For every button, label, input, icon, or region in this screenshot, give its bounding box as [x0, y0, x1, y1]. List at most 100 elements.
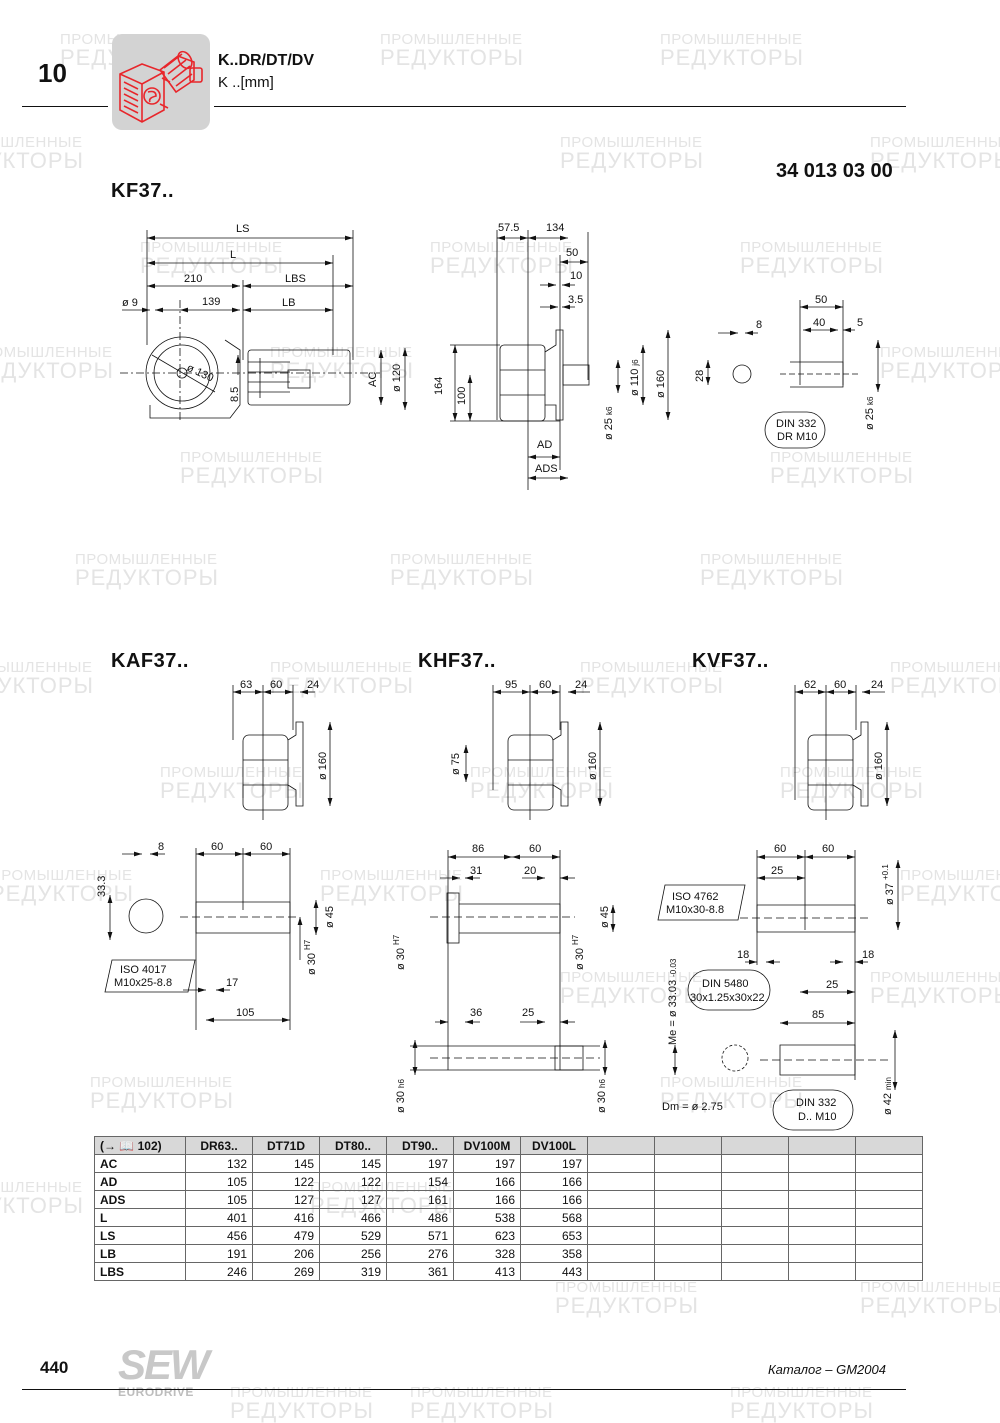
dim-63: 63 — [240, 679, 252, 691]
dim-28: 28 — [694, 370, 706, 382]
dim-me: Me = ø 33.03-0.03 — [667, 958, 679, 1045]
table-row: L 401 416 466 486 538 568 — [94, 1208, 923, 1227]
table-cell: 154 — [386, 1172, 454, 1191]
column-header: DV100M — [453, 1136, 521, 1155]
table-cell: 466 — [319, 1208, 387, 1227]
dim-25: 25 — [522, 1007, 534, 1019]
model-label-kf37: KF37.. — [111, 180, 175, 202]
row-label: ADS — [94, 1190, 186, 1209]
dim-d30-h6: ø 30h6 — [596, 1079, 608, 1113]
dim-60: 60 — [822, 843, 834, 855]
dim-95: 95 — [505, 679, 517, 691]
dim-8: 8 — [756, 319, 762, 331]
dim-d25: ø 25k6 — [864, 396, 876, 430]
dim-3-5: 3.5 — [568, 294, 583, 306]
table-row: AD 105 122 122 154 166 166 — [94, 1172, 923, 1191]
dim-d25: ø 25k6 — [603, 406, 615, 440]
dim-10: 10 — [570, 270, 582, 282]
row-label: L — [94, 1208, 186, 1227]
note-iso4017: ISO 4017 — [120, 964, 166, 976]
dim-105: 105 — [236, 1007, 254, 1019]
column-header-empty — [587, 1136, 655, 1155]
model-label-kaf37: KAF37.. — [111, 650, 189, 672]
row-label: LS — [94, 1226, 186, 1245]
table-cell: 166 — [520, 1172, 588, 1191]
dim-24: 24 — [871, 679, 883, 691]
note-din332: DR M10 — [777, 431, 817, 443]
note-iso4017: M10x25-8.8 — [114, 977, 172, 989]
table-cell: 197 — [453, 1154, 521, 1173]
table-cell: 623 — [453, 1226, 521, 1245]
table-cell: 479 — [252, 1226, 320, 1245]
dim-62: 62 — [804, 679, 816, 691]
footer-rule — [22, 1389, 906, 1390]
section-subtitle: K ..[mm] — [218, 74, 274, 91]
table-cell: 361 — [386, 1262, 454, 1281]
row-label: LBS — [94, 1262, 186, 1281]
table-cell: 568 — [520, 1208, 588, 1227]
dim-d37: ø 37+0.1 — [881, 864, 896, 905]
dim-25: 25 — [826, 979, 838, 991]
document-number: 34 013 03 00 — [776, 160, 893, 182]
table-cell: 166 — [453, 1190, 521, 1209]
dim-lb: LB — [282, 297, 295, 309]
note-din332: D.. M10 — [798, 1111, 837, 1123]
table-cell: 276 — [386, 1244, 454, 1263]
dim-50: 50 — [815, 294, 827, 306]
dim-20: 20 — [524, 865, 536, 877]
dim-d110: ø 110j6 — [629, 359, 641, 396]
reference-header: (→ 📖 102) — [94, 1136, 186, 1155]
dim-ls: LS — [236, 223, 249, 235]
dim-d30-h7: ø 30H7 — [392, 934, 407, 970]
table-cell: 197 — [386, 1154, 454, 1173]
column-header: DT80.. — [319, 1136, 387, 1155]
dim-60: 60 — [539, 679, 551, 691]
table-row: AC 132 145 145 197 197 197 — [94, 1154, 923, 1173]
eurodrive-logo: EURODRIVE — [118, 1385, 194, 1399]
dim-d75: ø 75 — [450, 753, 462, 775]
table-cell: 161 — [386, 1190, 454, 1209]
header-rule — [22, 106, 108, 107]
dim-33-3: 33.3 — [96, 876, 108, 897]
table-cell: 413 — [453, 1262, 521, 1281]
catalog-label: Каталог – GM2004 — [768, 1362, 886, 1377]
column-header-empty — [855, 1136, 923, 1155]
table-row: LB 191 206 256 276 328 358 — [94, 1244, 923, 1263]
table-cell: 191 — [185, 1244, 253, 1263]
dim-60: 60 — [529, 843, 541, 855]
table-cell: 256 — [319, 1244, 387, 1263]
table-cell: 653 — [520, 1226, 588, 1245]
dim-8: 8 — [158, 841, 164, 853]
dim-31: 31 — [470, 865, 482, 877]
dim-85: 85 — [812, 1009, 824, 1021]
note-din5480: 30x1.25x30x22 — [690, 992, 765, 1004]
table-cell: 206 — [252, 1244, 320, 1263]
dim-5: 5 — [857, 317, 863, 329]
sew-logo: SEW — [118, 1341, 210, 1388]
column-header-empty — [788, 1136, 856, 1155]
table-cell: 127 — [319, 1190, 387, 1209]
column-header: DV100L — [520, 1136, 588, 1155]
column-header: DT71D — [252, 1136, 320, 1155]
table-cell: 122 — [319, 1172, 387, 1191]
column-header: DR63.. — [185, 1136, 253, 1155]
dim-60: 60 — [270, 679, 282, 691]
page-number: 440 — [40, 1358, 69, 1377]
table-cell: 401 — [185, 1208, 253, 1227]
dim-18: 18 — [737, 949, 749, 961]
dim-18: 18 — [862, 949, 874, 961]
dim-d30-h7: ø 30H7 — [571, 934, 586, 970]
dim-d160: ø 160 — [655, 370, 667, 398]
dim-164: 164 — [433, 377, 445, 395]
table-cell: 486 — [386, 1208, 454, 1227]
dim-25: 25 — [771, 865, 783, 877]
header-rule — [214, 106, 906, 107]
dim-d30-h6: ø 30h6 — [395, 1079, 407, 1113]
dim-d160: ø 160 — [873, 752, 885, 780]
dim-60: 60 — [774, 843, 786, 855]
dim-36: 36 — [470, 1007, 482, 1019]
gearmotor-icon — [112, 34, 210, 130]
dim-d42: ø 42min — [882, 1077, 894, 1115]
column-header: DT90.. — [386, 1136, 454, 1155]
